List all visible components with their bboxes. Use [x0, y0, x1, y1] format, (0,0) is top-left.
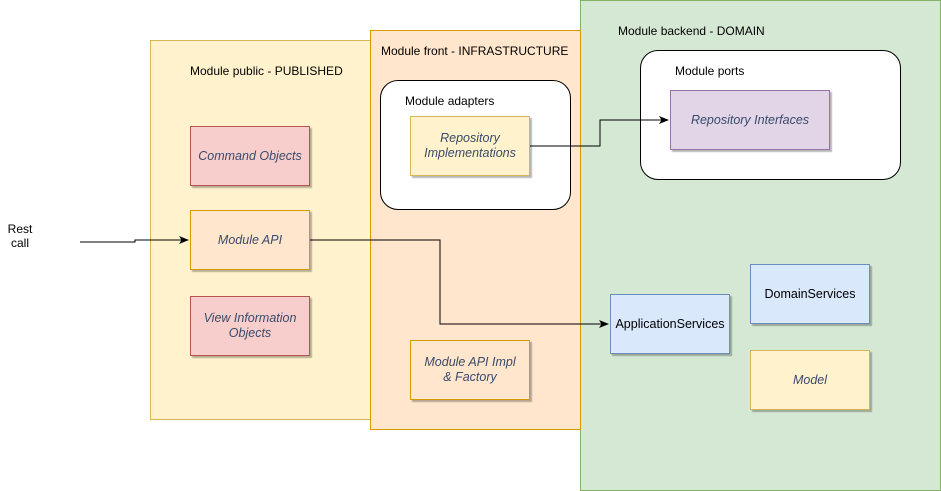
domain-services-node: DomainServices [750, 264, 870, 324]
model-node: Model [750, 350, 870, 410]
domain-services-text: DomainServices [764, 286, 856, 301]
module-api-text: Module API [217, 232, 283, 247]
repository-implementations-node: Repository Implementations [410, 116, 530, 176]
rest-call-label: Rest call [2, 222, 38, 250]
repository-interfaces-node: Repository Interfaces [670, 90, 830, 150]
module-ports-label: Module ports [675, 64, 745, 78]
module-api-impl-text: Module API Impl & Factory [424, 355, 516, 384]
module-backend-label: Module backend - DOMAIN [618, 24, 765, 38]
repository-interfaces-text: Repository Interfaces [690, 112, 810, 127]
view-information-objects-node: View Information Objects [190, 296, 310, 356]
module-adapters-label: Module adapters [405, 94, 495, 108]
module-api-node: Module API [190, 210, 310, 270]
repository-implementations-text: Repository Implementations [424, 131, 516, 160]
module-public-label: Module public - PUBLISHED [190, 64, 343, 78]
application-services-node: ApplicationServices [610, 294, 730, 354]
command-objects-text: Command Objects [198, 148, 302, 163]
module-api-to-application-services-edge [310, 239, 609, 328]
module-api-impl-node: Module API Impl & Factory [410, 340, 530, 400]
command-objects-node: Command Objects [190, 126, 310, 186]
repository-implementations-to-interfaces-edge [530, 116, 669, 147]
rest-call-to-module-api-edge [80, 236, 189, 244]
view-information-objects-text: View Information Objects [203, 311, 297, 340]
model-text: Model [792, 372, 828, 387]
rest-call-text: Rest call [7, 222, 33, 250]
application-services-text: ApplicationServices [615, 316, 725, 331]
module-front-label: Module front - INFRASTRUCTURE [381, 44, 569, 58]
